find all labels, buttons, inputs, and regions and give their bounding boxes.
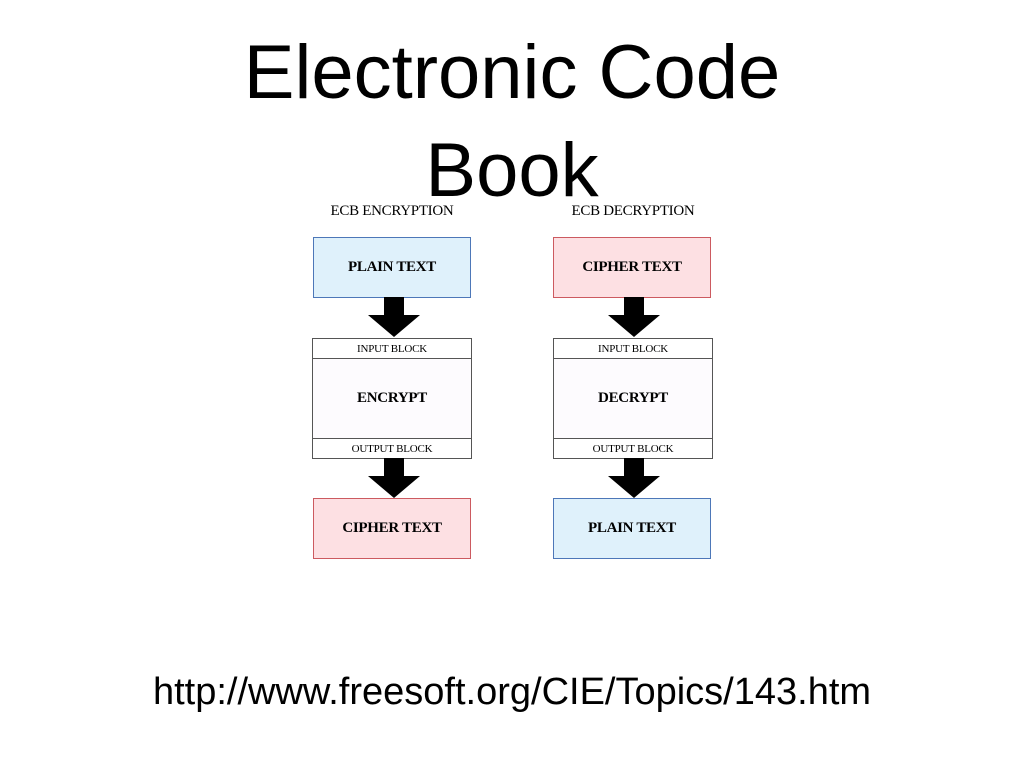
slide-title-line-2: Book [425,128,599,213]
down-arrow-icon [368,297,420,337]
decrypt-output-block-label: OUTPUT BLOCK [554,438,712,458]
source-link[interactable]: http://www.freesoft.org/CIE/Topics/143.h… [152,671,872,713]
encrypt-block: INPUT BLOCK ENCRYPT OUTPUT BLOCK [312,338,472,459]
encryption-input-label: PLAIN TEXT [348,259,436,275]
slide-title: Electronic Code Book [0,24,1024,220]
encrypt-output-block-label: OUTPUT BLOCK [313,438,471,458]
encryption-output-box: CIPHER TEXT [313,498,471,559]
decryption-input-label: CIPHER TEXT [582,259,682,275]
encryption-heading: ECB ENCRYPTION [330,203,454,219]
encrypt-input-block-label: INPUT BLOCK [313,339,471,359]
down-arrow-icon [608,297,660,337]
decrypt-input-block-label: INPUT BLOCK [554,339,712,359]
decryption-input-box: CIPHER TEXT [553,237,711,298]
encrypt-operation-label: ENCRYPT [357,390,427,406]
decryption-output-label: PLAIN TEXT [588,520,676,536]
down-arrow-icon [368,458,420,498]
decryption-heading: ECB DECRYPTION [571,203,695,219]
decrypt-block: INPUT BLOCK DECRYPT OUTPUT BLOCK [553,338,713,459]
slide-title-line-1: Electronic Code [243,30,781,115]
decryption-output-box: PLAIN TEXT [553,498,711,559]
decrypt-operation-label: DECRYPT [598,390,668,406]
encryption-input-box: PLAIN TEXT [313,237,471,298]
encryption-output-label: CIPHER TEXT [342,520,442,536]
down-arrow-icon [608,458,660,498]
